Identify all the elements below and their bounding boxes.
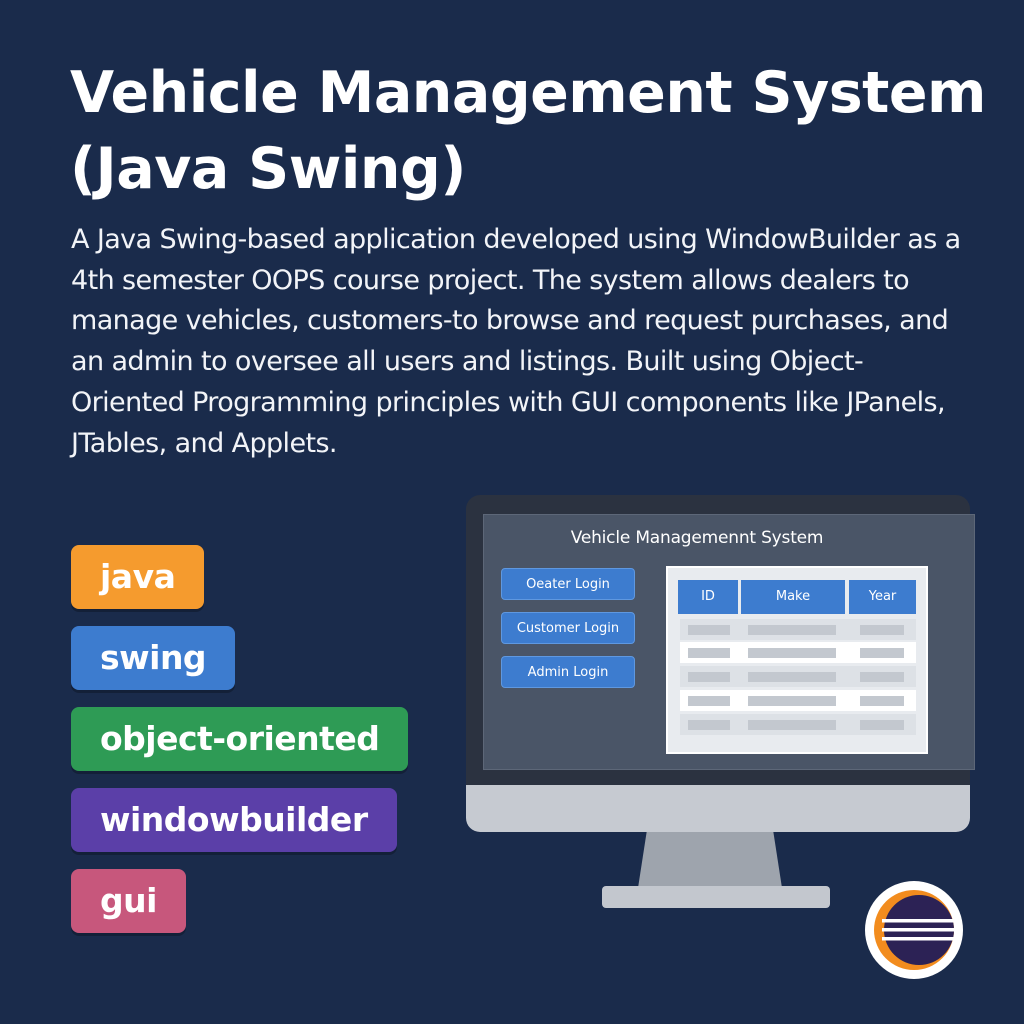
- admin-login-button[interactable]: Admin Login: [501, 656, 635, 688]
- monitor-stand-neck: [638, 832, 782, 888]
- title-line-1: Vehicle Management System: [70, 60, 986, 126]
- dealer-login-button[interactable]: Oeater Login: [501, 568, 635, 600]
- table-header-id[interactable]: ID: [678, 580, 738, 614]
- tag-swing[interactable]: swing: [71, 626, 236, 690]
- table-header-year[interactable]: Year: [849, 580, 916, 614]
- page-title: Vehicle Management System (Java Swing): [70, 55, 990, 207]
- title-line-2: (Java Swing): [70, 136, 466, 202]
- monitor-stand-base: [602, 886, 830, 908]
- project-description: A Java Swing-based application developed…: [71, 224, 961, 459]
- customer-login-button[interactable]: Customer Login: [501, 612, 635, 644]
- table-row[interactable]: [680, 666, 916, 687]
- tag-java[interactable]: java: [71, 545, 205, 609]
- tag-list: java swing object-oriented windowbuilder…: [71, 545, 431, 950]
- eclipse-logo-icon: [865, 881, 963, 979]
- table-row[interactable]: [680, 619, 916, 640]
- table-row[interactable]: [680, 714, 916, 735]
- table-row[interactable]: [680, 642, 916, 663]
- app-window-title: Vehicle Managemennt System: [570, 528, 824, 548]
- vehicle-table: ID Make Year: [666, 566, 928, 754]
- tag-object-oriented[interactable]: object-oriented: [71, 707, 409, 771]
- tag-windowbuilder[interactable]: windowbuilder: [71, 788, 397, 852]
- monitor-chin: [466, 785, 970, 832]
- table-row[interactable]: [680, 690, 916, 711]
- tag-gui[interactable]: gui: [71, 869, 186, 933]
- table-header-make[interactable]: Make: [741, 580, 845, 614]
